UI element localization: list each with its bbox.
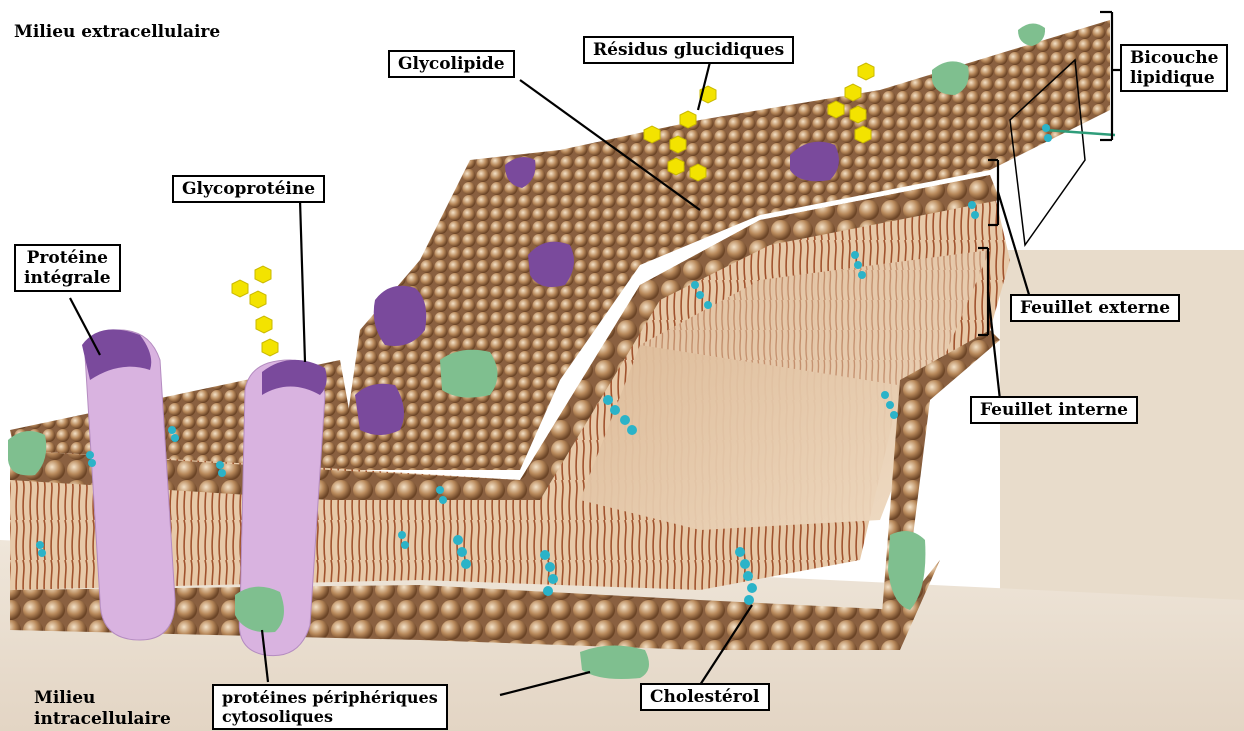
glycolipid-label: Glycolipide	[388, 50, 515, 78]
extracellular-label: Milieu extracellulaire	[14, 22, 220, 42]
inner-leaflet-label: Feuillet interne	[970, 396, 1138, 424]
membrane-protein-3	[528, 242, 574, 287]
glycoprotein-label: Glycoprotéine	[172, 175, 325, 203]
peripheral-proteins-label-line1: protéines périphériques	[222, 688, 438, 707]
intracellular-label-line2: intracellulaire	[34, 709, 171, 729]
peripheral-proteins-label-line2: cytosoliques	[222, 707, 438, 726]
membrane-protein-1	[374, 286, 427, 346]
intracellular-label-line1: Milieu	[34, 688, 95, 708]
integral-protein-label-line2: intégrale	[24, 268, 111, 288]
peripheral-protein-2	[580, 645, 649, 679]
cholesterol-label: Cholestérol	[640, 683, 770, 711]
sugar-residues-label: Résidus glucidiques	[583, 36, 794, 64]
integral-protein-label: Protéine intégrale	[14, 244, 121, 292]
integral-protein-label-line1: Protéine	[24, 248, 111, 268]
bilayer-label-line2: lipidique	[1130, 68, 1218, 88]
surface-protein-1	[440, 350, 498, 398]
membrane-protein-2	[355, 384, 404, 435]
outer-leaflet-label: Feuillet externe	[1010, 294, 1180, 322]
bilayer-label-line1: Bicouche	[1130, 48, 1218, 68]
peripheral-proteins-label: protéines périphériques cytosoliques	[212, 684, 448, 730]
bilayer-label: Bicouche lipidique	[1120, 44, 1228, 92]
